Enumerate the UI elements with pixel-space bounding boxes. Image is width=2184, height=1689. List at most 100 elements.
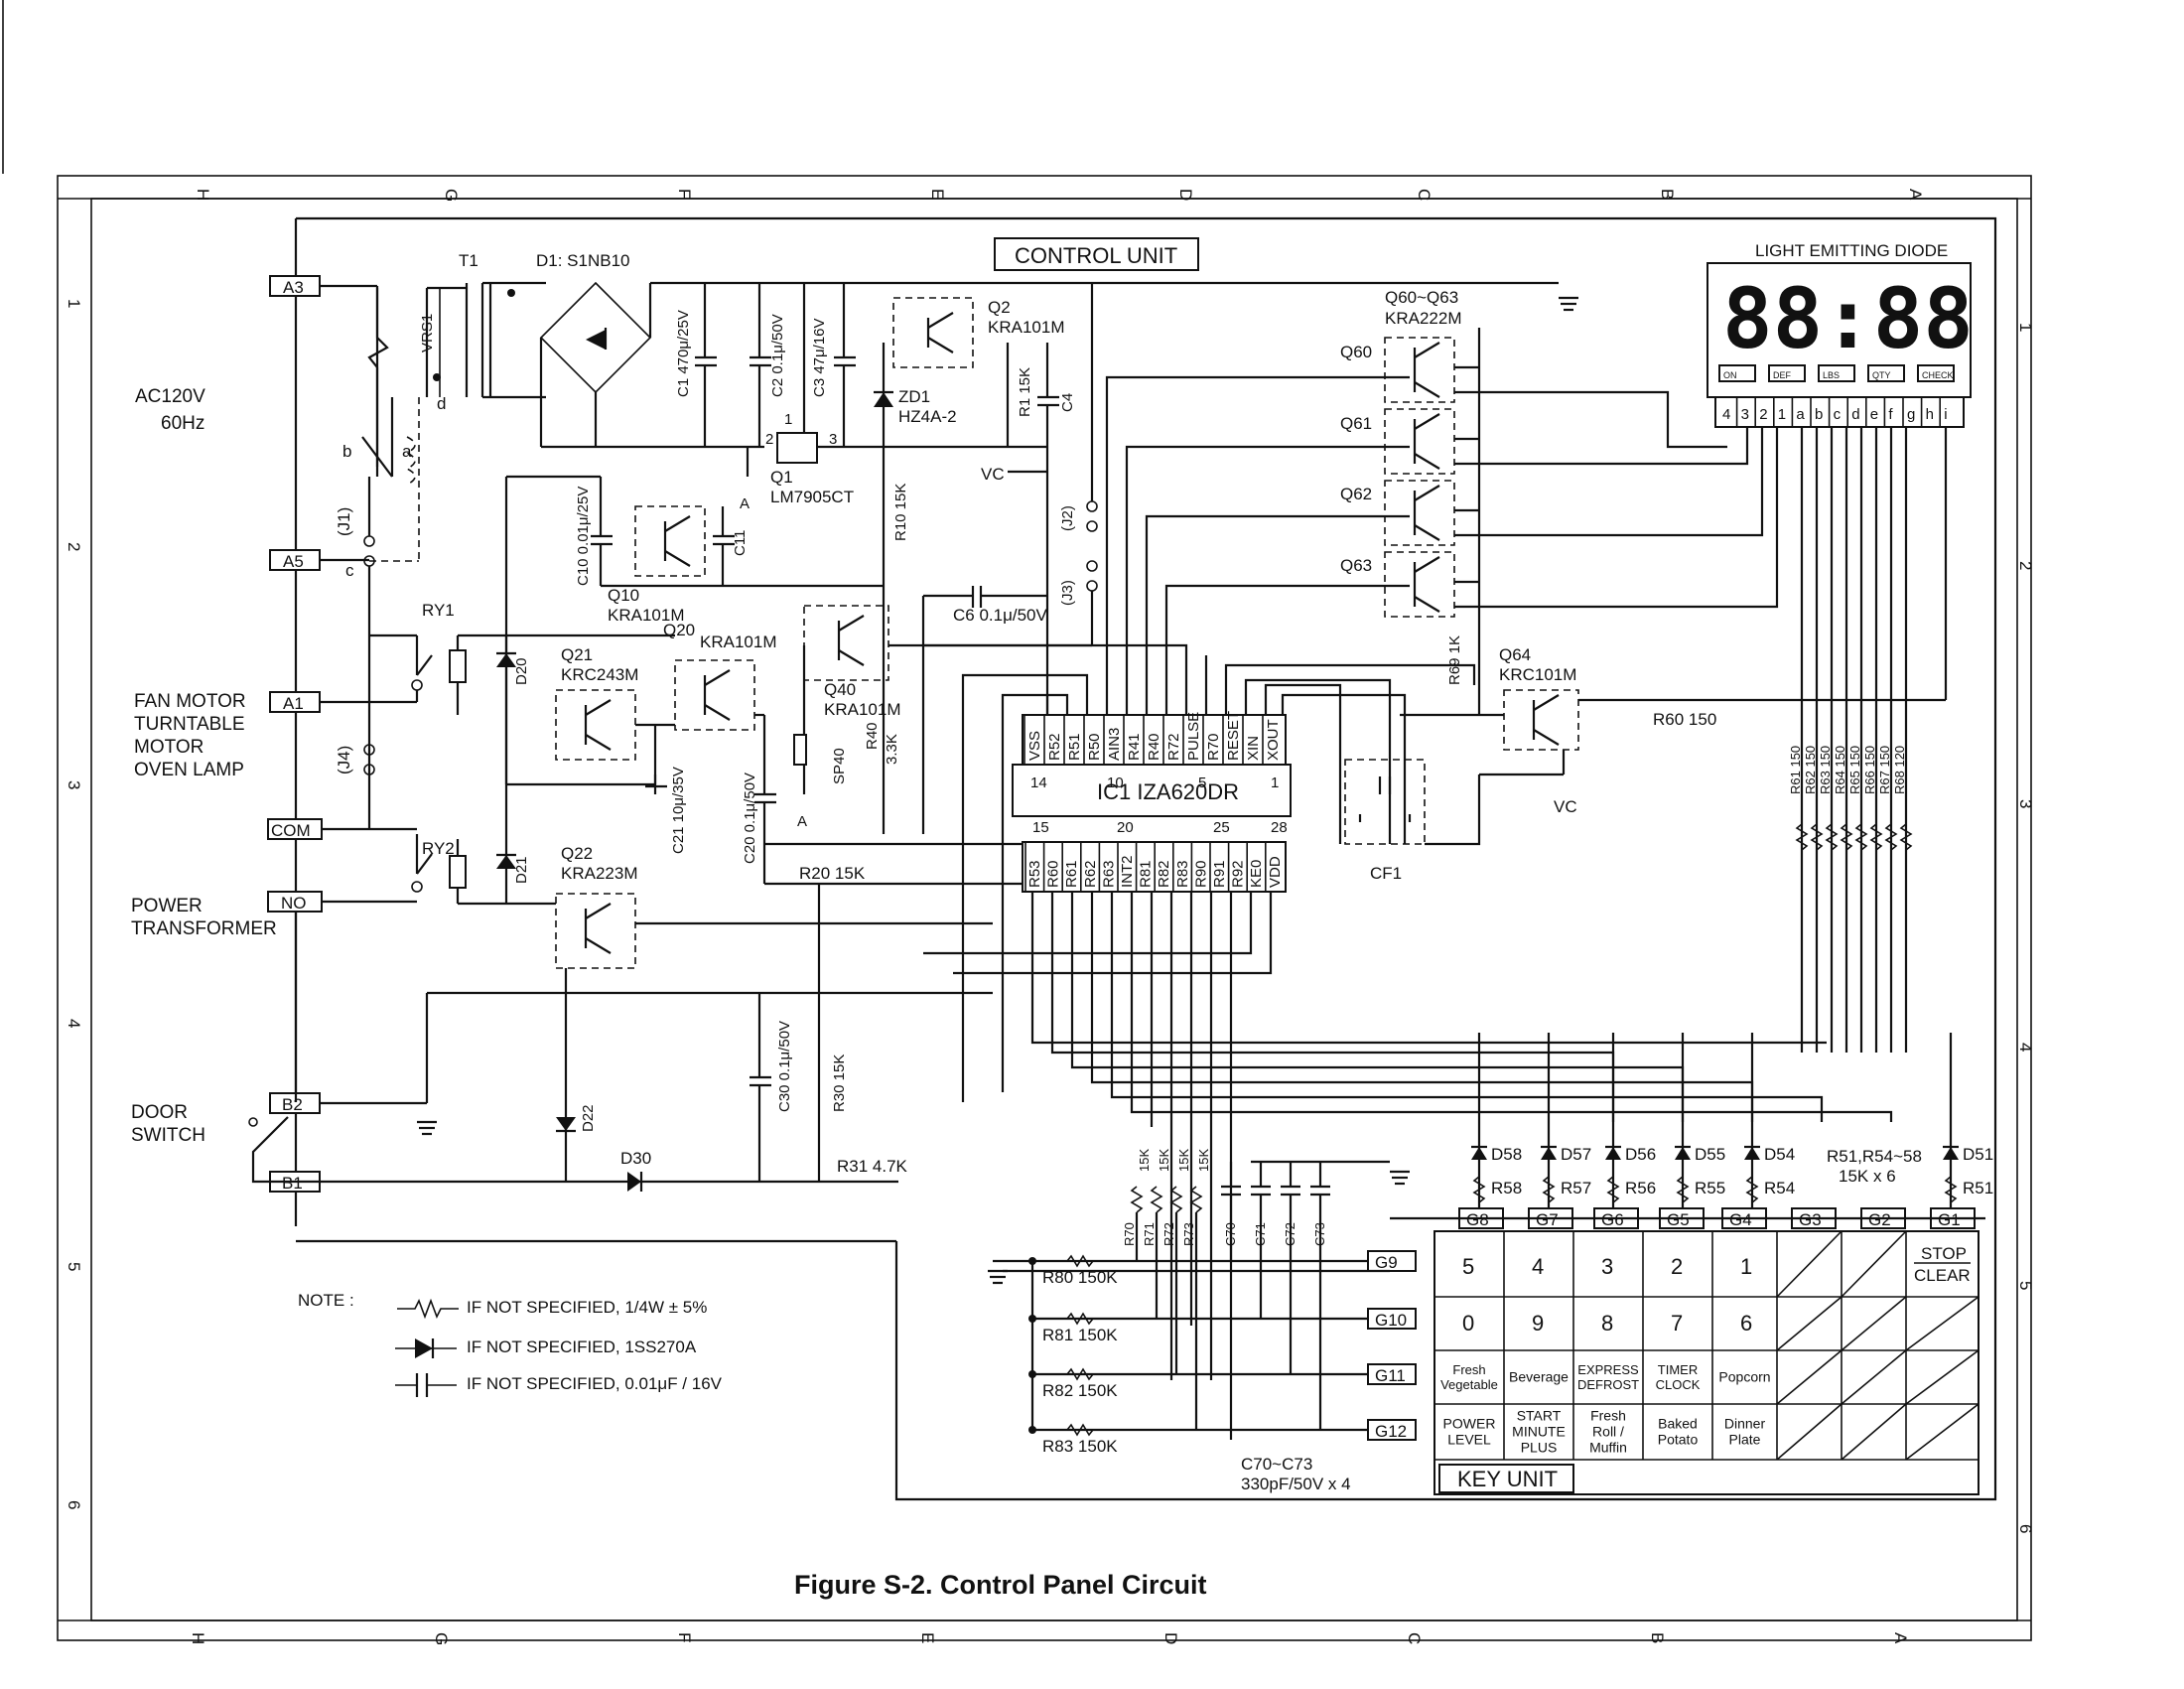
ic-top-pin: R52: [1046, 733, 1063, 761]
key-digit[interactable]: 2: [1671, 1254, 1683, 1279]
key-digit[interactable]: 5: [1462, 1254, 1474, 1279]
key-digit[interactable]: 3: [1601, 1254, 1613, 1279]
border-number: 4: [65, 1019, 83, 1028]
grid-row-label: G12: [1375, 1422, 1407, 1441]
connector-com-label: COM: [271, 821, 311, 840]
key-label[interactable]: DEFROST: [1577, 1377, 1639, 1392]
q1-regulator: [776, 432, 818, 464]
key-label[interactable]: Fresh: [1590, 1408, 1626, 1424]
key-label[interactable]: Muffin: [1589, 1440, 1627, 1456]
key-clear[interactable]: CLEAR: [1914, 1266, 1971, 1285]
border-number: 1: [2016, 323, 2035, 332]
border-letter: C: [1405, 1632, 1424, 1644]
ry2-coil: [449, 855, 467, 889]
ic-top-pin: AIN3: [1106, 728, 1123, 761]
grid-column-label: G7: [1536, 1210, 1559, 1229]
note-capacitor: IF NOT SPECIFIED, 0.01μF / 16V: [467, 1374, 723, 1393]
key-label[interactable]: Potato: [1658, 1432, 1699, 1448]
jumper-j1: (J1): [335, 507, 353, 536]
ic-pin-1: 1: [1271, 774, 1279, 791]
ic1-label: IC1 IZA620DR: [1097, 779, 1239, 804]
key-label[interactable]: LEVEL: [1447, 1432, 1491, 1448]
border-letter: F: [675, 189, 694, 199]
border-number: 6: [2016, 1524, 2035, 1533]
ic-bottom-pin: R62: [1082, 860, 1099, 888]
key-label[interactable]: Beverage: [1509, 1369, 1569, 1385]
ac-frequency-label: 60Hz: [161, 413, 205, 434]
led-indicator: [1867, 364, 1905, 382]
border-number: 1: [65, 299, 83, 308]
q64-part: KRC101M: [1499, 665, 1576, 684]
key-stop[interactable]: STOP: [1921, 1244, 1967, 1263]
key-label[interactable]: Baked: [1658, 1416, 1698, 1432]
ry2-label: RY2: [422, 839, 455, 858]
border-number: 6: [65, 1500, 83, 1509]
key-label[interactable]: CLOCK: [1656, 1377, 1701, 1392]
key-digit[interactable]: 7: [1671, 1311, 1683, 1336]
key-label[interactable]: Popcorn: [1718, 1369, 1770, 1385]
ic-pin-15: 15: [1032, 819, 1049, 836]
key-digit[interactable]: 6: [1740, 1311, 1752, 1336]
key-label[interactable]: MINUTE: [1512, 1424, 1566, 1440]
r60-label: R60 150: [1653, 710, 1716, 729]
key-label[interactable]: TIMER: [1658, 1362, 1698, 1377]
resistor-label: R62 150: [1803, 746, 1818, 794]
key-digit[interactable]: 9: [1532, 1311, 1544, 1336]
border-number: 3: [2016, 799, 2035, 808]
r70-73-label: R72: [1161, 1222, 1176, 1246]
zd1-label: ZD1: [898, 387, 930, 406]
q10-part: KRA101M: [608, 606, 684, 625]
connector-a1-label: A1: [283, 694, 304, 713]
ic-pin-5: 5: [1198, 774, 1206, 791]
diode-label: D51: [1963, 1145, 1993, 1164]
ic-bottom-pin: R82: [1156, 860, 1172, 888]
d22-label: D22: [580, 1104, 597, 1132]
ic-bottom-pin: R81: [1138, 860, 1155, 888]
key-digit[interactable]: 4: [1532, 1254, 1544, 1279]
ic-pin-28: 28: [1271, 819, 1288, 836]
key-label[interactable]: PLUS: [1521, 1440, 1558, 1456]
ic-top-pin: R70: [1205, 733, 1222, 761]
diode-label: D58: [1491, 1145, 1522, 1164]
key-label[interactable]: Dinner: [1724, 1416, 1766, 1432]
q20-label: Q20: [663, 621, 695, 639]
led-indicator-label: QTY: [1872, 370, 1891, 380]
ic-bottom-pin: INT2: [1119, 855, 1136, 888]
q21-part: KRC243M: [561, 665, 638, 684]
key-digit[interactable]: 1: [1740, 1254, 1752, 1279]
led-pin: i: [1944, 406, 1947, 423]
r70-73-value: 15K: [1176, 1149, 1191, 1172]
figure-title: Figure S-2. Control Panel Circuit: [794, 1570, 1207, 1600]
c70-73-label: C72: [1283, 1222, 1297, 1246]
power-label: POWER: [131, 896, 203, 916]
border-letter: B: [1648, 1632, 1667, 1643]
key-label[interactable]: START: [1517, 1408, 1562, 1424]
ic-top-pin: VSS: [1026, 731, 1043, 761]
key-digit[interactable]: 0: [1462, 1311, 1474, 1336]
diode-label: D55: [1695, 1145, 1725, 1164]
ic-top-pin: R50: [1086, 733, 1103, 761]
border-number: 2: [65, 542, 83, 551]
border-letter: H: [189, 1632, 207, 1644]
r80-83-label: R80 150K: [1042, 1268, 1118, 1287]
key-label[interactable]: EXPRESS: [1577, 1362, 1639, 1377]
ground-a2: A: [797, 813, 807, 830]
key-label[interactable]: Plate: [1729, 1432, 1761, 1448]
key-label[interactable]: POWER: [1443, 1416, 1496, 1432]
t1-label: T1: [459, 251, 478, 270]
ic-pin-10: 10: [1107, 774, 1124, 791]
q22-label: Q22: [561, 844, 593, 863]
key-label[interactable]: Roll /: [1592, 1424, 1624, 1440]
c70-73-value: 330pF/50V x 4: [1241, 1475, 1351, 1493]
key-label[interactable]: Fresh: [1452, 1362, 1485, 1377]
led-indicator-label: LBS: [1823, 370, 1840, 380]
turntable-label: TURNTABLE: [134, 714, 245, 735]
key-label[interactable]: Vegetable: [1440, 1377, 1498, 1392]
r70-73-value: 15K: [1157, 1149, 1171, 1172]
q1-pin2: 2: [765, 431, 773, 448]
d21-label: D21: [513, 856, 530, 884]
key-digit[interactable]: 8: [1601, 1311, 1613, 1336]
